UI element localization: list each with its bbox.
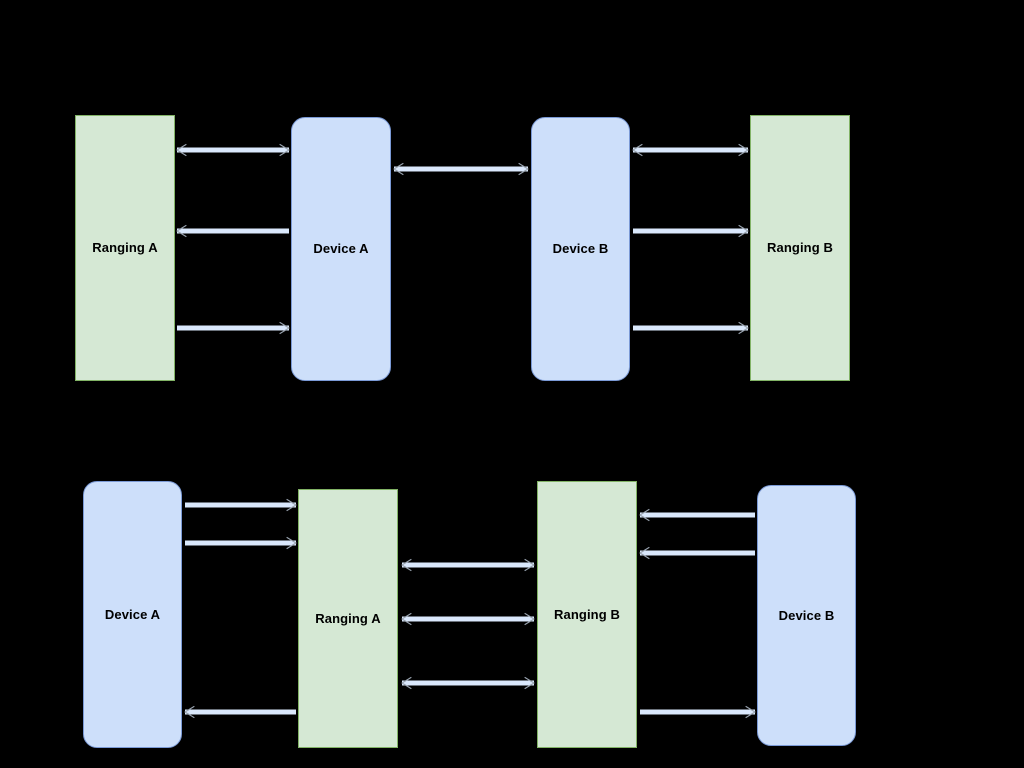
edge-top-edge-6: [633, 224, 749, 238]
edge-bot-edge-9: [640, 705, 756, 719]
arrowhead-icon: [401, 612, 412, 626]
node-bot-ranging-b[interactable]: Ranging B: [537, 481, 637, 748]
arrowhead-icon: [184, 705, 195, 719]
arrowhead-icon: [393, 162, 404, 176]
edge-bot-edge-6: [401, 676, 535, 690]
arrowhead-icon: [738, 224, 749, 238]
arrowhead-icon: [738, 321, 749, 335]
edge-bot-edge-1: [185, 498, 297, 512]
arrowhead-icon: [286, 498, 297, 512]
arrowhead-icon: [401, 558, 412, 572]
node-top-ranging-b[interactable]: Ranging B: [750, 115, 850, 381]
node-label: Device A: [104, 606, 161, 622]
edge-bot-edge-3: [184, 705, 296, 719]
edge-bot-edge-8: [639, 546, 755, 560]
arrowhead-icon: [401, 676, 412, 690]
edge-top-edge-5: [632, 143, 749, 157]
edge-top-edge-2: [176, 224, 289, 238]
arrowhead-icon: [632, 143, 643, 157]
arrowhead-icon: [738, 143, 749, 157]
node-bot-ranging-a[interactable]: Ranging A: [298, 489, 398, 748]
edge-top-edge-4: [393, 162, 529, 176]
node-bot-device-b[interactable]: Device B: [757, 485, 856, 746]
arrowhead-icon: [524, 558, 535, 572]
node-top-device-b[interactable]: Device B: [531, 117, 630, 381]
arrowhead-icon: [639, 508, 650, 522]
arrowhead-icon: [524, 676, 535, 690]
arrowhead-icon: [745, 705, 756, 719]
node-bot-device-a[interactable]: Device A: [83, 481, 182, 748]
edge-bot-edge-4: [401, 558, 535, 572]
node-top-device-a[interactable]: Device A: [291, 117, 391, 381]
edge-bot-edge-5: [401, 612, 535, 626]
node-label: Device B: [778, 607, 835, 623]
edge-bot-edge-7: [639, 508, 755, 522]
arrowhead-icon: [286, 536, 297, 550]
node-label: Ranging B: [554, 606, 620, 622]
node-top-ranging-a[interactable]: Ranging A: [75, 115, 175, 381]
node-label: Ranging A: [315, 610, 381, 626]
node-label: Ranging A: [92, 240, 158, 256]
arrowhead-icon: [524, 612, 535, 626]
edge-top-edge-3: [177, 321, 290, 335]
arrowhead-icon: [279, 321, 290, 335]
edge-top-edge-1: [176, 143, 290, 157]
arrowhead-icon: [639, 546, 650, 560]
arrowhead-icon: [518, 162, 529, 176]
node-label: Device B: [552, 241, 609, 257]
edge-bot-edge-2: [185, 536, 297, 550]
arrowhead-icon: [176, 143, 187, 157]
arrowhead-icon: [176, 224, 187, 238]
edge-top-edge-7: [633, 321, 749, 335]
arrowhead-icon: [279, 143, 290, 157]
node-label: Ranging B: [767, 240, 833, 256]
node-label: Device A: [313, 241, 369, 257]
